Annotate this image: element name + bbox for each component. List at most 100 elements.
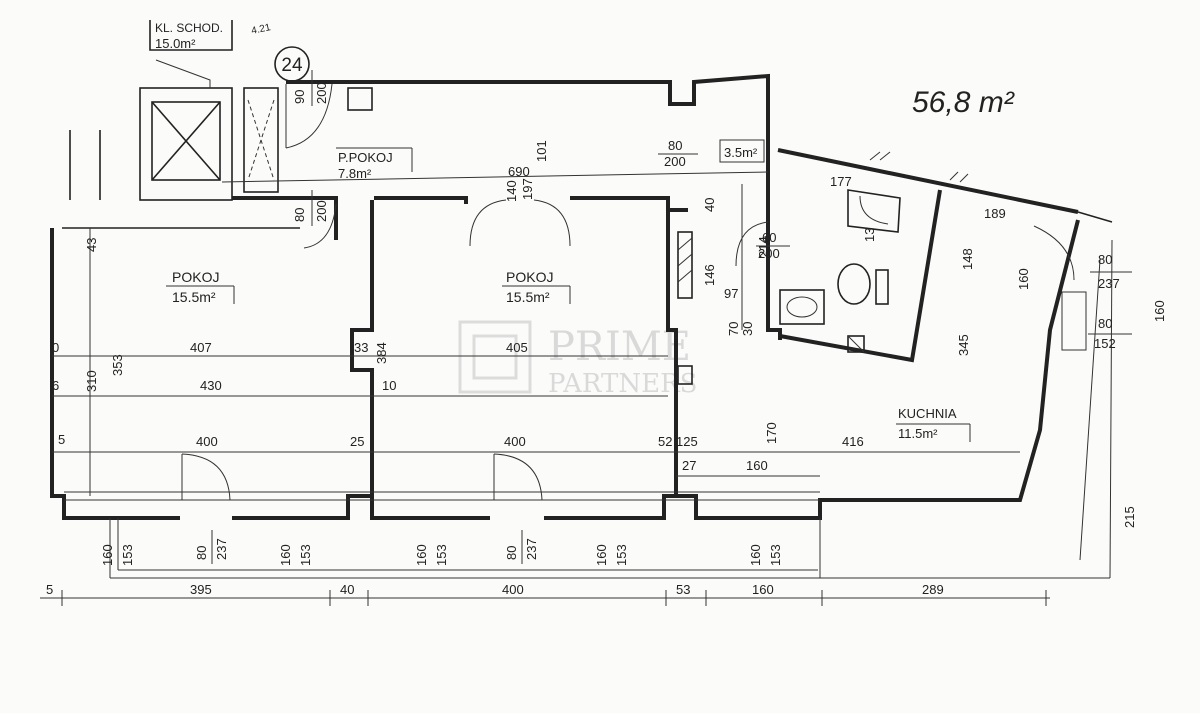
dim-row-400: 400 [196, 434, 218, 449]
room-kitchen-name: KUCHNIA [898, 406, 957, 421]
door-fraction: 80 152 [1088, 316, 1132, 351]
dim-row-27: 160 [746, 458, 768, 473]
dim-row-407: 407 [190, 340, 212, 355]
door-fraction: 80 237 [504, 530, 539, 564]
svg-text:153: 153 [298, 544, 313, 566]
dim-misc: 177 [830, 174, 852, 189]
room1-area: 15.5m² [172, 289, 216, 305]
dim-misc: 4.21 [250, 22, 272, 37]
dim-hall: 140 [504, 180, 519, 202]
dim-left: 6 [52, 378, 59, 393]
dim-hall: 101 [534, 140, 549, 162]
svg-text:152: 152 [1094, 336, 1116, 351]
dim-misc: 40 [702, 198, 717, 212]
fixtures [677, 151, 969, 385]
dim-misc: 146 [702, 264, 717, 286]
room-labels: P.POKOJ 7.8m² POKOJ 15.5m² POKOJ 15.5m² … [166, 139, 971, 442]
dim-misc: 189 [984, 206, 1006, 221]
dim-left: 5 [58, 432, 65, 447]
svg-text:160: 160 [278, 544, 293, 566]
room2-area: 15.5m² [506, 289, 550, 305]
dim-misc: 13 [862, 228, 877, 242]
svg-text:200: 200 [664, 154, 686, 169]
watermark: PRIME PARTNERS [458, 320, 697, 399]
door-fraction: 90 200 [292, 70, 329, 106]
stair-name: KL. SCHOD. [155, 21, 223, 35]
room2-name: POKOJ [506, 269, 553, 285]
svg-text:160: 160 [748, 544, 763, 566]
stair-area: 15.0m² [155, 36, 196, 51]
dim-left: 43 [84, 238, 99, 252]
dim-row-400: 52 [658, 434, 672, 449]
svg-text:80: 80 [668, 138, 682, 153]
door-fraction: 80 237 [1090, 252, 1132, 291]
dimension-lines [40, 171, 1050, 606]
svg-text:153: 153 [120, 544, 135, 566]
svg-text:153: 153 [768, 544, 783, 566]
svg-text:160: 160 [414, 544, 429, 566]
svg-text:80: 80 [194, 546, 209, 560]
room-hall-name: P.POKOJ [338, 150, 393, 165]
dimension-labels: 5 395 40 400 53 160 289 407 33 405 384 4… [46, 22, 1167, 597]
dim-row-407: 384 [374, 342, 389, 364]
toilet-icon [837, 263, 871, 305]
dim-misc: 70 [726, 322, 741, 336]
sink-icon [779, 289, 825, 325]
svg-text:237: 237 [1098, 276, 1120, 291]
window-fraction: 160 153 [748, 544, 783, 566]
window-band [64, 239, 1113, 579]
dim-row-400: 25 [350, 434, 364, 449]
svg-text:200: 200 [314, 200, 329, 222]
room1-name: POKOJ [172, 269, 219, 285]
room-hall-area: 7.8m² [338, 166, 372, 181]
dim-bottom: 5 [46, 582, 53, 597]
doors [181, 83, 1087, 501]
dim-left: 310 [84, 370, 99, 392]
watermark-line2: PARTNERS [548, 369, 697, 399]
unit-number: 24 [281, 55, 303, 76]
window-fraction: 160 153 [278, 544, 313, 566]
svg-text:60: 60 [762, 230, 776, 245]
room-kitchen-area: 11.5m² [898, 426, 938, 441]
unit-badge: 24 [274, 46, 310, 82]
dim-misc: 160 [1016, 268, 1031, 290]
svg-text:200: 200 [758, 246, 780, 261]
dim-hall: 690 [508, 164, 530, 179]
svg-text:153: 153 [614, 544, 629, 566]
svg-text:160: 160 [594, 544, 609, 566]
svg-text:80: 80 [292, 208, 307, 222]
dim-row-400: 416 [842, 434, 864, 449]
door-fraction: 80 200 [292, 190, 329, 226]
window-fraction: 160 153 [414, 544, 449, 566]
total-area: 56,8 m² [912, 86, 1015, 119]
dim-left: 0 [52, 340, 59, 355]
window-fraction: 160 153 [594, 544, 629, 566]
svg-text:160: 160 [100, 544, 115, 566]
dim-misc: 345 [956, 334, 971, 356]
dim-row-430: 430 [200, 378, 222, 393]
svg-text:153: 153 [434, 544, 449, 566]
room-wc-area: 3.5m² [724, 145, 758, 160]
dim-row-400: 125 [676, 434, 698, 449]
svg-text:80: 80 [1098, 252, 1112, 267]
svg-text:237: 237 [214, 538, 229, 560]
door-fraction: 60 200 [756, 230, 790, 261]
dim-left: 353 [110, 354, 125, 376]
dim-row-27: 27 [682, 458, 696, 473]
dim-bottom: 40 [340, 582, 354, 597]
dim-row-400: 170 [764, 422, 779, 444]
dim-misc: 97 [724, 286, 738, 301]
dim-bottom: 289 [922, 582, 944, 597]
dim-bottom: 160 [752, 582, 774, 597]
dim-bottom: 400 [502, 582, 524, 597]
dim-hall: 197 [520, 178, 535, 200]
door-fraction: 80 237 [194, 530, 229, 564]
svg-text:80: 80 [1098, 316, 1112, 331]
dim-misc: 215 [1122, 506, 1137, 528]
dim-row-407: 405 [506, 340, 528, 355]
svg-text:90: 90 [292, 90, 307, 104]
dim-misc: 148 [960, 248, 975, 270]
dim-bottom: 395 [190, 582, 212, 597]
svg-text:80: 80 [504, 546, 519, 560]
